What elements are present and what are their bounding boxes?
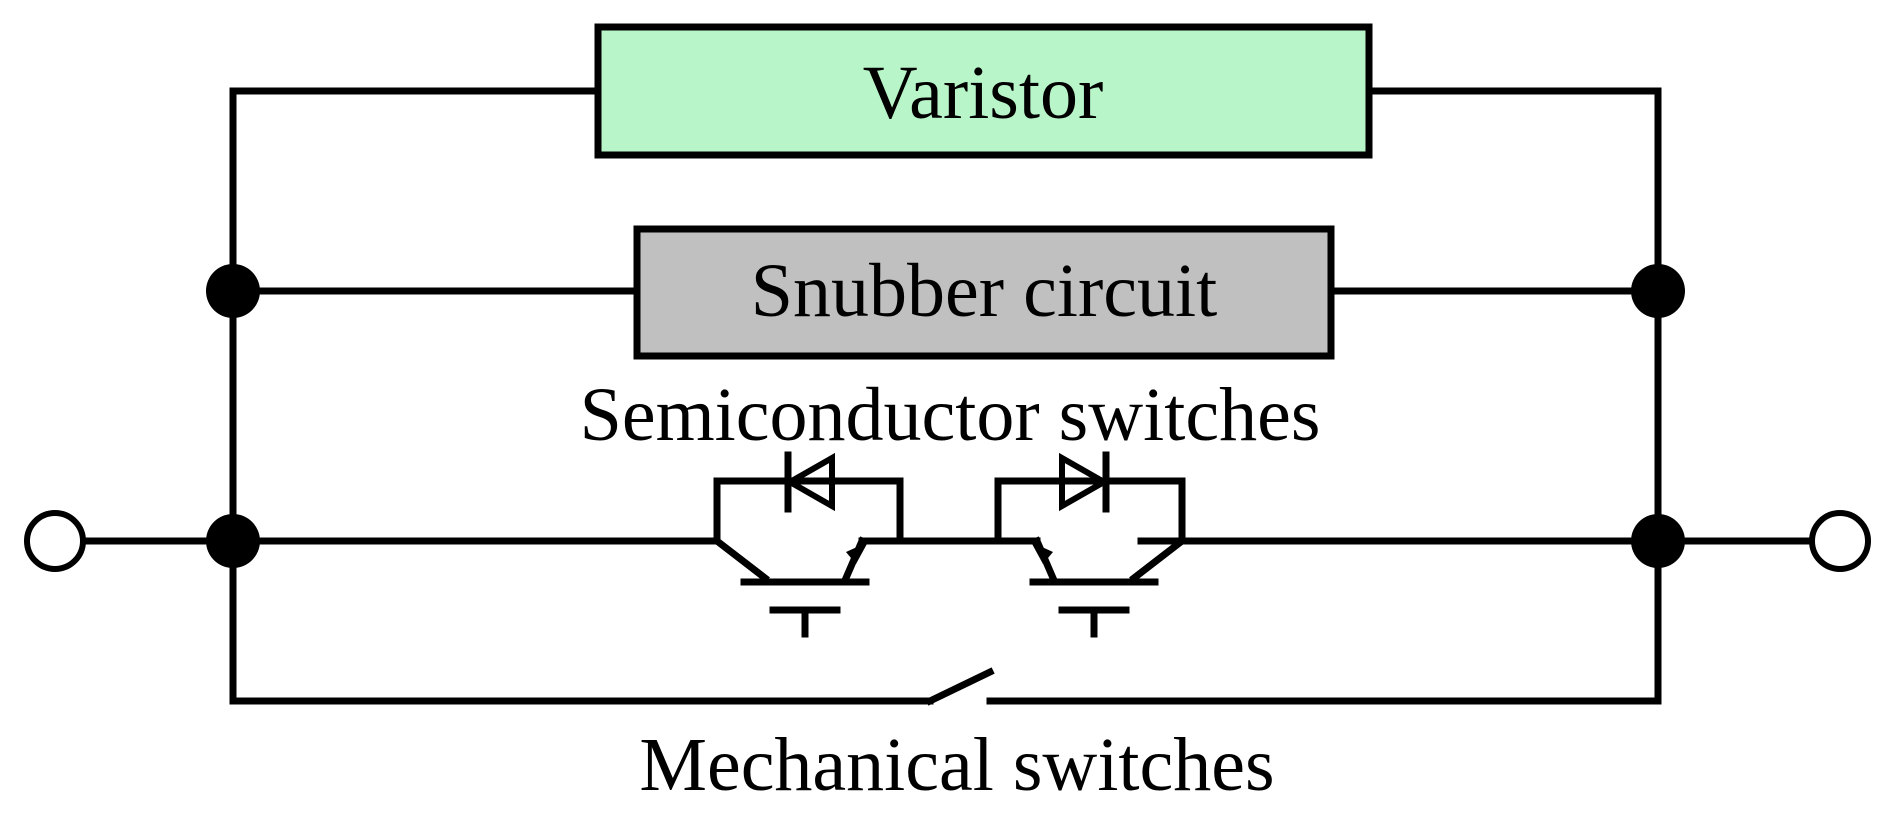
varistor-box: [594, 23, 1373, 159]
igbt-left-emitter-arrow-icon: [846, 542, 868, 564]
snubber-label: Snubber circuit: [751, 249, 1217, 333]
junction-dot-left-snubber: [206, 264, 260, 318]
igbt-left: [712, 451, 904, 638]
junction-dot-left-main: [206, 514, 260, 568]
igbt-left-collector: [712, 536, 770, 583]
junction-dot-right-main: [1631, 514, 1685, 568]
mechanical-switch-blade: [925, 667, 995, 706]
mechanical-switches-label: Mechanical switches: [639, 723, 1274, 807]
junction-dot-right-snubber: [1631, 264, 1685, 318]
terminal-left: [24, 510, 86, 572]
igbt-right-collector: [1129, 536, 1187, 583]
igbt-right-diode-frame: [994, 477, 1186, 545]
igbt-left-diode-icon: [783, 452, 835, 512]
terminal-right: [1809, 510, 1871, 572]
igbt-right-emitter-arrow-icon: [1031, 542, 1053, 564]
snubber-component: Snubber circuit: [633, 225, 1335, 360]
varistor-component: Varistor: [594, 23, 1373, 159]
snubber-box: [633, 225, 1335, 360]
igbt-right: [994, 451, 1187, 638]
varistor-label: Varistor: [863, 51, 1104, 135]
igbt-left-diode-frame: [713, 477, 904, 545]
igbt-right-diode-icon: [1059, 452, 1111, 512]
semiconductor-switches-label: Semiconductor switches: [580, 373, 1321, 457]
